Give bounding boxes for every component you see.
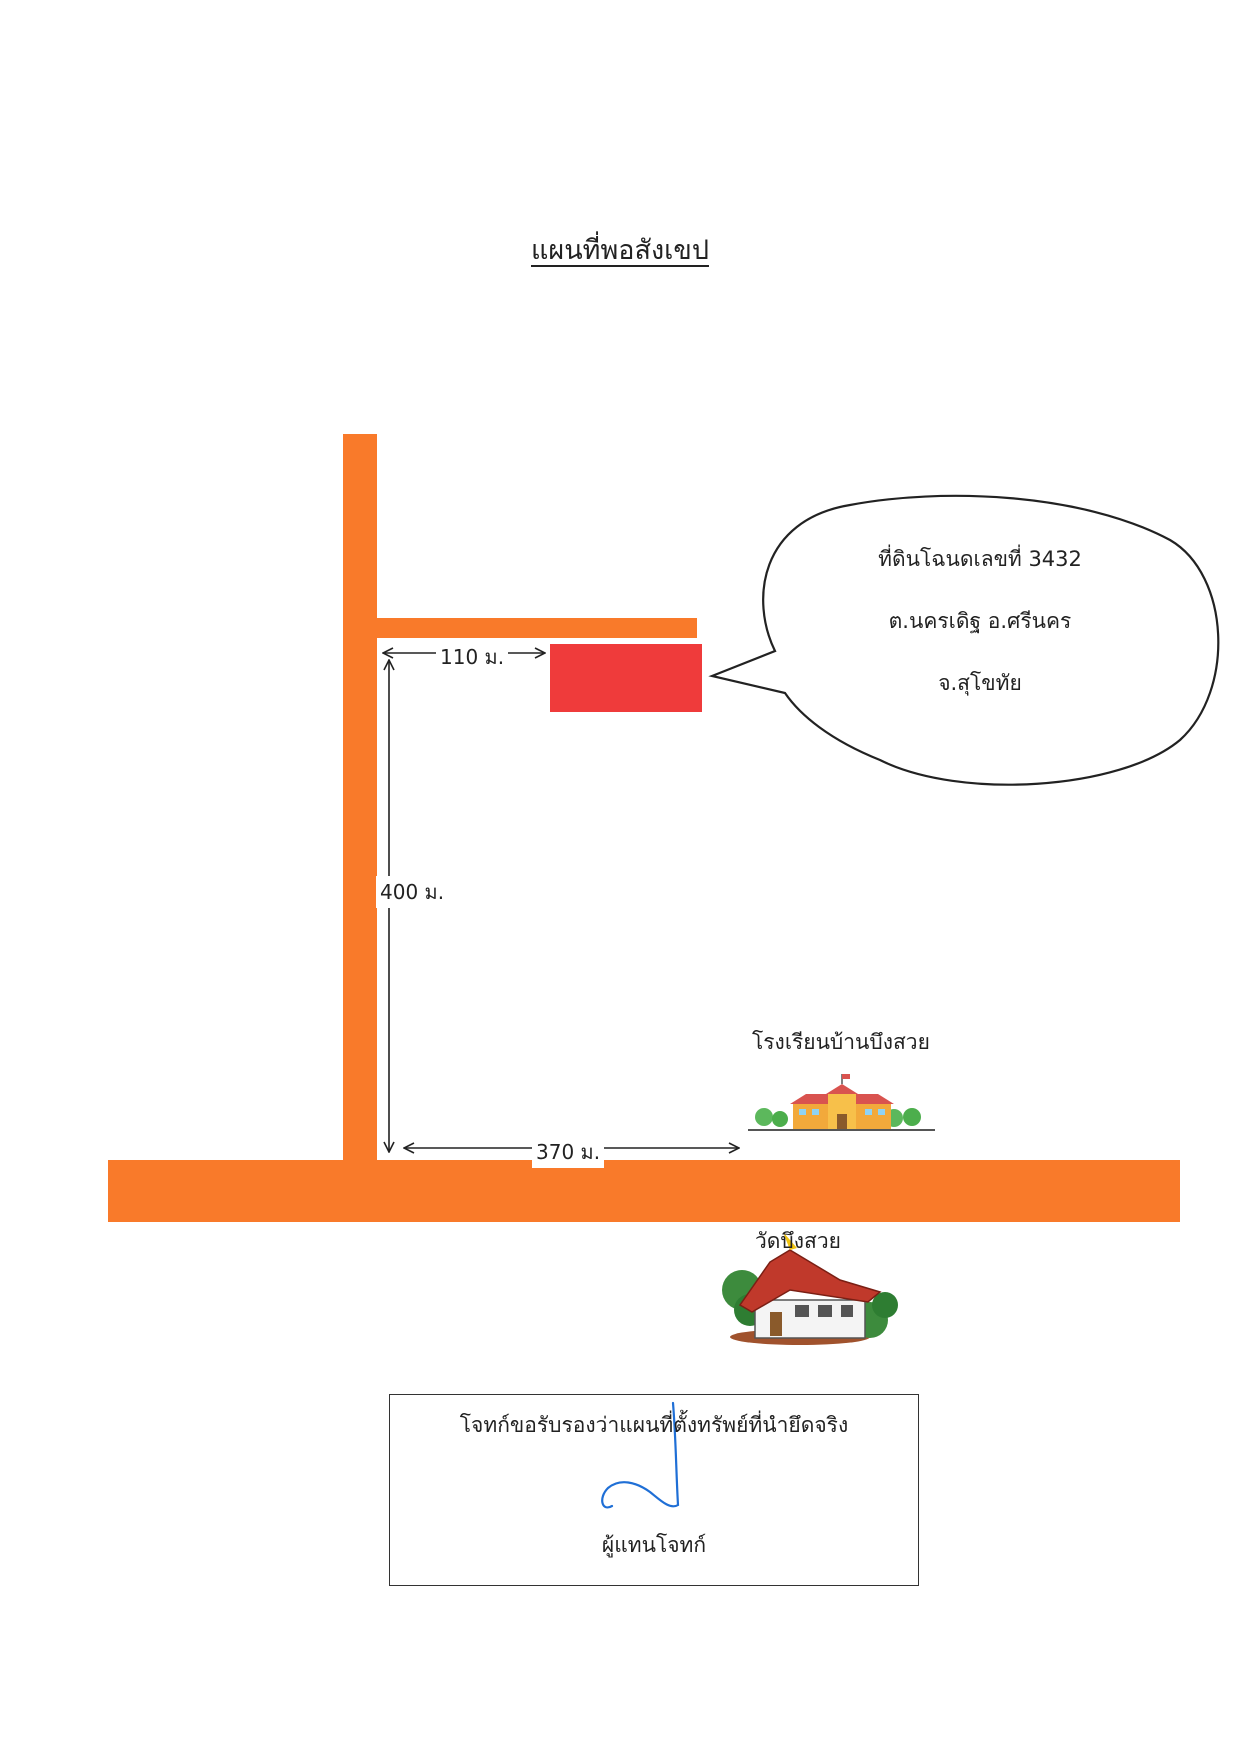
side-road-vertical xyxy=(343,434,377,1162)
callout-bubble xyxy=(708,494,1220,786)
distance-label-bottom: 370 ม. xyxy=(532,1136,605,1168)
map-title: แผนที่พอสังเขป xyxy=(531,235,709,266)
school-building-icon xyxy=(748,1074,935,1131)
signer-title: ผู้แทนโจทก์ xyxy=(601,1533,707,1557)
signature xyxy=(601,1401,680,1509)
school-label: โรงเรียนบ้านบึงสวย xyxy=(752,1030,930,1054)
parcel-subdistrict-district: ต.นครเดิฐ อ.ศรีนคร xyxy=(888,609,1072,633)
land-parcel xyxy=(550,644,702,712)
parcel-province: จ.สุโขทัย xyxy=(938,671,1022,695)
main-road-horizontal xyxy=(108,1160,1180,1222)
certification-statement: โจทก์ขอรับรองว่าแผนที่ตั้งทรัพย์ที่นำยึด… xyxy=(459,1413,849,1437)
certification-box: โจทก์ขอรับรองว่าแผนที่ตั้งทรัพย์ที่นำยึด… xyxy=(389,1394,919,1586)
branch-road-top xyxy=(343,618,697,638)
temple-label: วัดบึงสวย xyxy=(755,1229,841,1253)
temple-icon xyxy=(722,1232,898,1345)
distance-label-top: 110 ม. xyxy=(436,641,509,673)
distance-label-vertical: 400 ม. xyxy=(376,876,449,908)
parcel-deed-number: ที่ดินโฉนดเลขที่ 3432 xyxy=(878,547,1082,571)
